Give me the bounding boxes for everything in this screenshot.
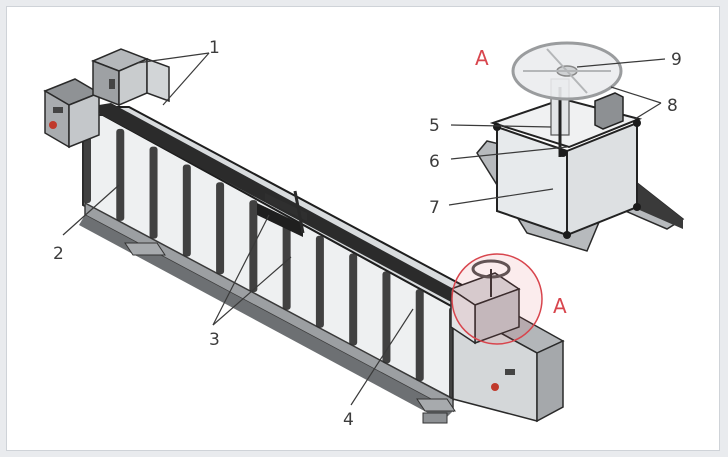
detail-label-a-callout: A xyxy=(553,294,567,318)
label-7: 7 xyxy=(429,198,440,218)
figure-frame: 1 2 3 4 5 6 7 8 9 A A xyxy=(6,6,720,451)
gate-mechanism-small xyxy=(449,259,521,345)
frame-post xyxy=(415,289,424,382)
support-feet xyxy=(124,242,456,412)
label-2: 2 xyxy=(53,244,64,264)
label-1: 1 xyxy=(209,38,220,58)
frame-post xyxy=(149,146,158,239)
frame-post xyxy=(216,182,225,275)
frame-post xyxy=(349,253,358,346)
leader-lines xyxy=(62,52,666,406)
label-5: 5 xyxy=(429,116,440,136)
frame-post xyxy=(382,271,391,364)
frame-posts xyxy=(83,111,457,399)
label-6: 6 xyxy=(429,152,440,172)
frame-post xyxy=(116,128,125,221)
baffles xyxy=(257,190,307,237)
inlet-tank xyxy=(43,78,101,149)
frame-post xyxy=(315,235,324,328)
frame-post xyxy=(282,217,291,310)
control-box xyxy=(91,48,170,107)
detail-a-assembly xyxy=(476,41,685,252)
detail-label-a-top: A xyxy=(475,46,489,70)
label-8: 8 xyxy=(667,96,678,116)
frame-post xyxy=(182,164,191,257)
label-9: 9 xyxy=(671,50,682,70)
label-4: 4 xyxy=(343,410,354,430)
label-3: 3 xyxy=(209,330,220,350)
detail-highlight-ring xyxy=(451,253,543,345)
flume-diagram: 1 2 3 4 5 6 7 8 9 A A xyxy=(43,38,685,430)
